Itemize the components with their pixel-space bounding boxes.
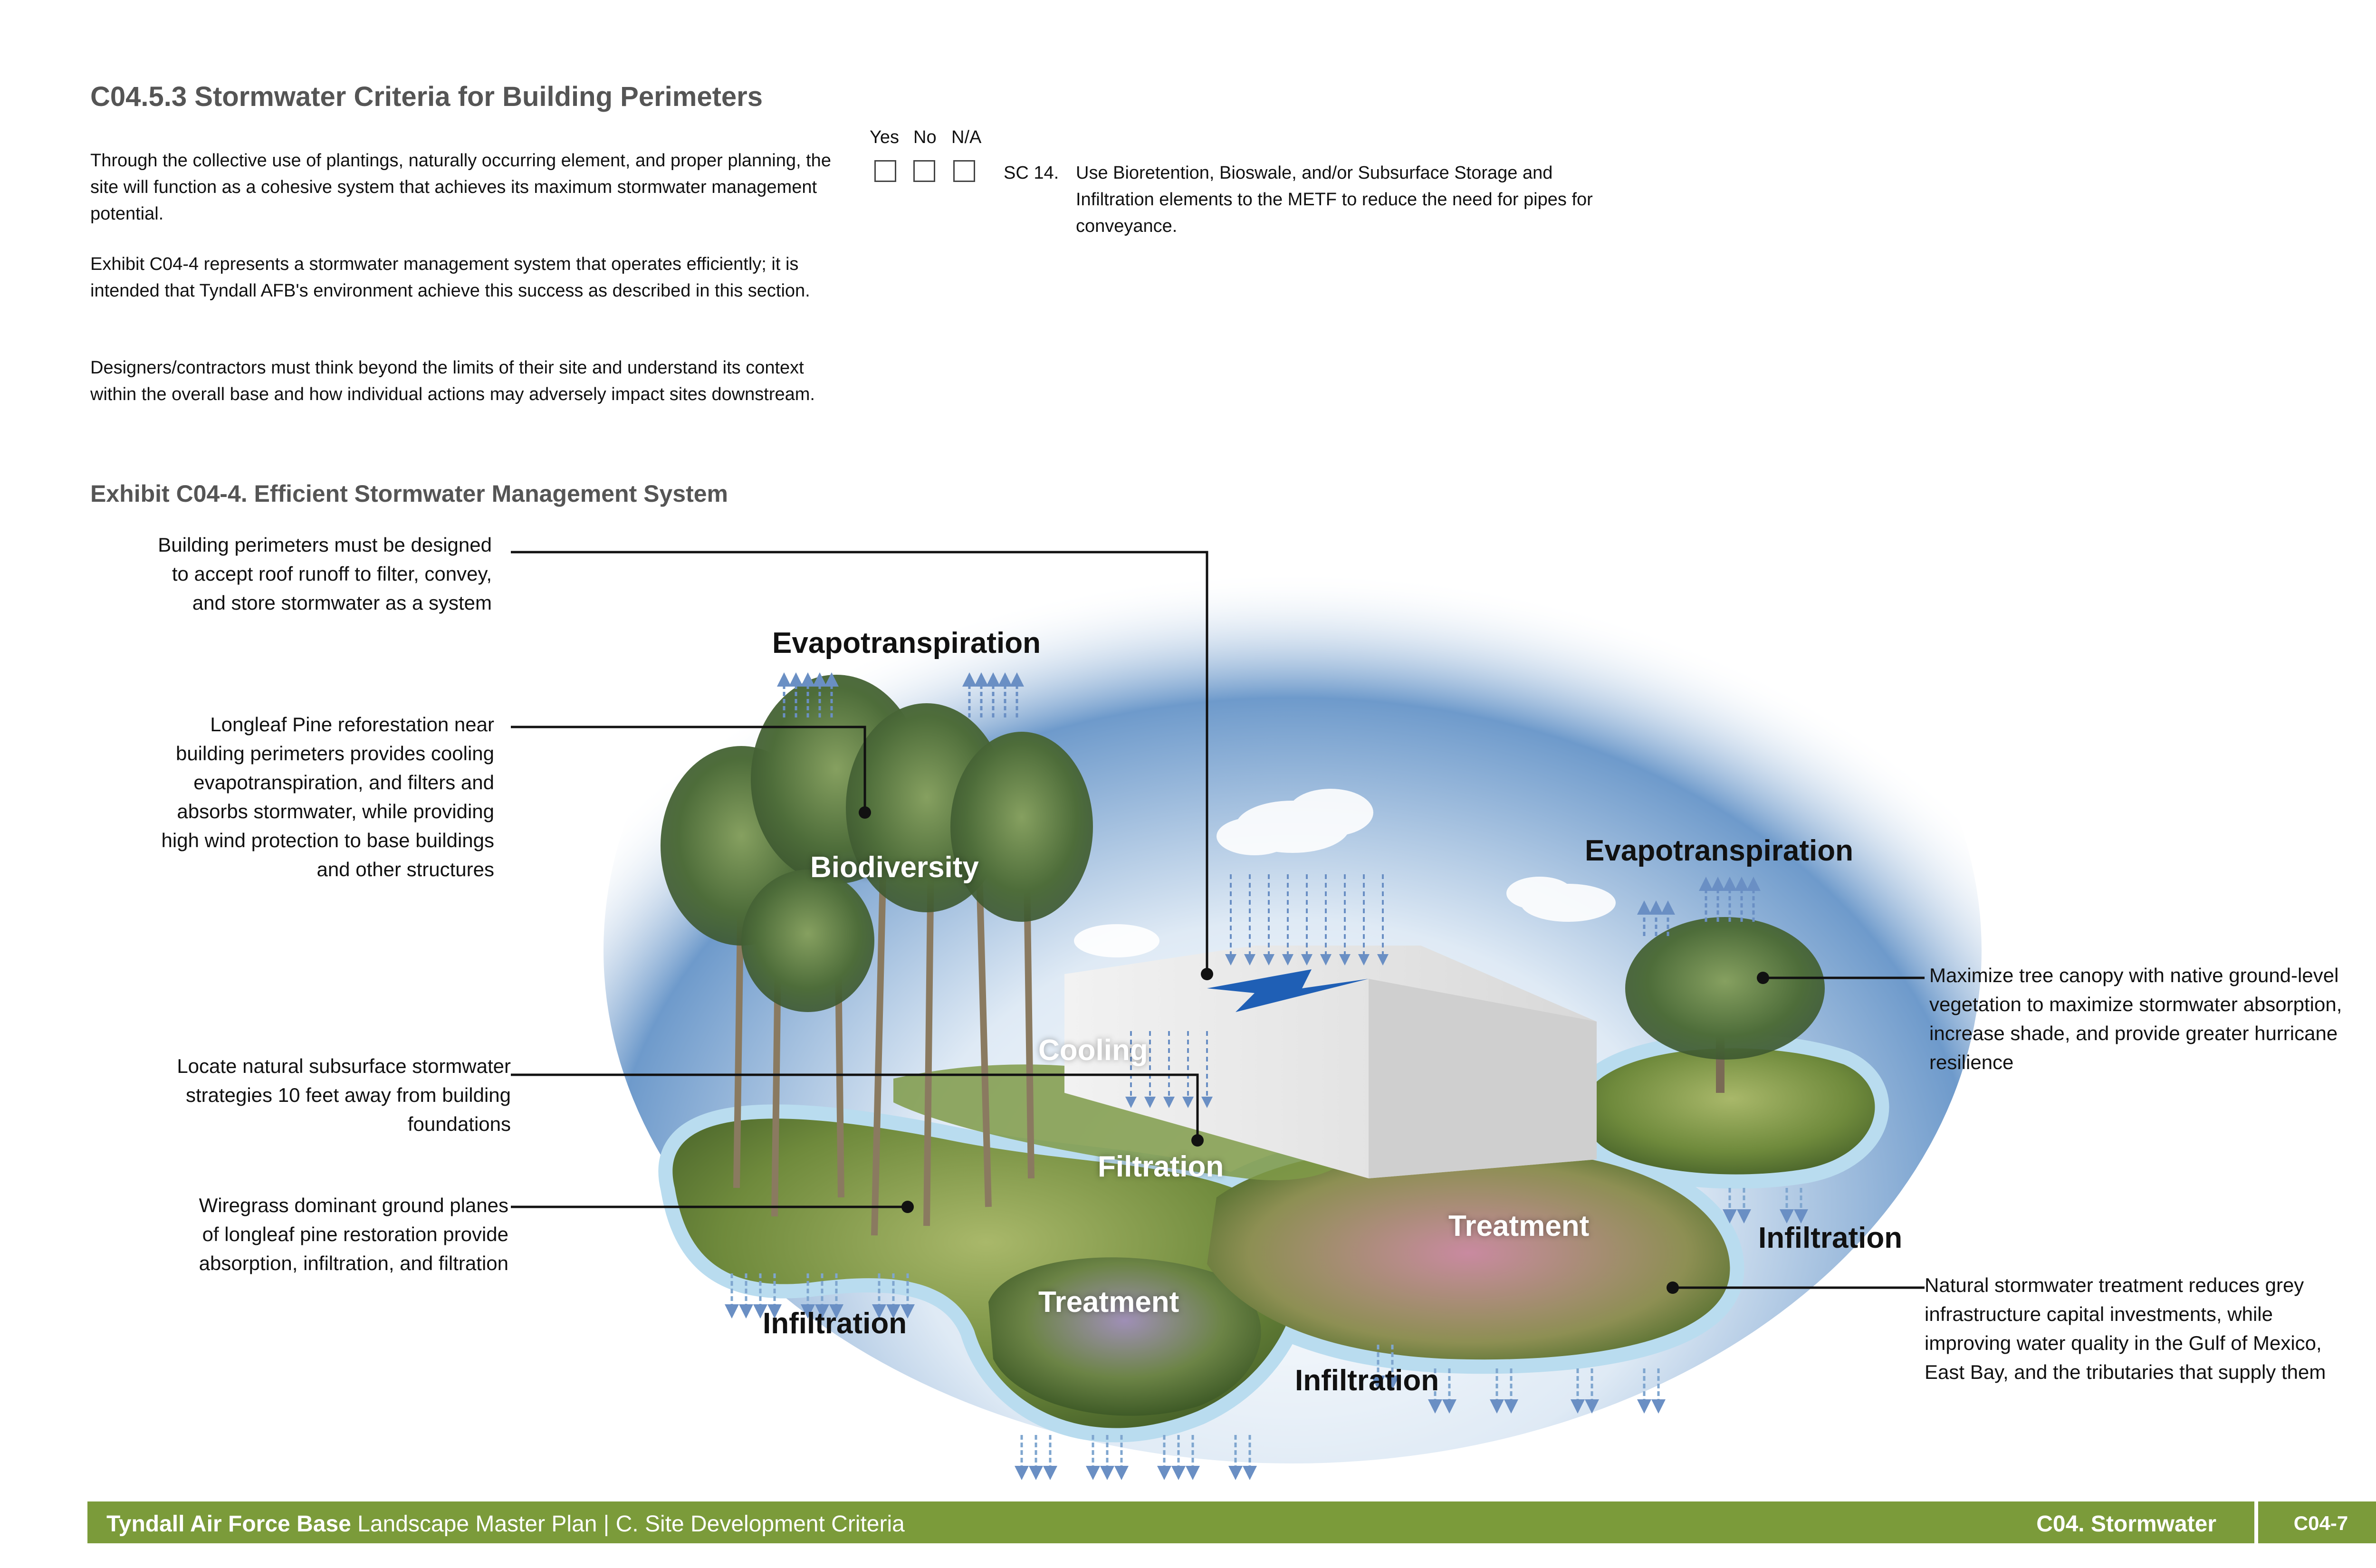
exhibit-title: Exhibit C04-4. Efficient Stormwater Mana…: [90, 480, 728, 507]
label-infiltration-left: Infiltration: [763, 1307, 907, 1340]
checkbox-no[interactable]: [913, 160, 935, 182]
label-infiltration-right: Infiltration: [1758, 1222, 1903, 1254]
footer-chapter: C04. Stormwater: [2036, 1511, 2216, 1537]
canopy-bed: [1587, 1048, 1875, 1175]
checklist-yes-header: Yes: [870, 127, 899, 147]
roof-runoff-channel: [1207, 969, 1369, 1012]
intro-paragraph-3: Designers/contractors must think beyond …: [90, 358, 815, 404]
intro-paragraph-2: Exhibit C04-4 represents a stormwater ma…: [90, 254, 810, 301]
callout-wiregrass: Wiregrass dominant ground planes of long…: [199, 1194, 508, 1274]
checklist-no-header: No: [913, 127, 937, 147]
label-evapotranspiration-right: Evapotranspiration: [1585, 834, 1853, 867]
label-infiltration-center: Infiltration: [1295, 1364, 1439, 1397]
checkbox-yes[interactable]: [874, 160, 896, 182]
footer-org: Tyndall Air Force Base: [106, 1511, 351, 1537]
label-evapotranspiration-left: Evapotranspiration: [772, 627, 1041, 660]
label-biodiversity: Biodiversity: [810, 851, 979, 884]
leader-dots: [859, 806, 1769, 1294]
section-title: C04.5.3 Stormwater Criteria for Building…: [90, 81, 763, 112]
label-cooling: Cooling: [1038, 1034, 1148, 1067]
infiltration-arrows: [725, 1188, 1808, 1480]
label-treatment-right: Treatment: [1448, 1210, 1590, 1243]
oak-canopy: [1625, 917, 1825, 1060]
page-number: C04-7: [2293, 1512, 2348, 1534]
callout-roof-runoff: Building perimeters must be designed to …: [158, 534, 492, 614]
footer-subtitle: Landscape Master Plan | C. Site Developm…: [351, 1511, 905, 1537]
footer-title: Tyndall Air Force Base Landscape Master …: [106, 1511, 905, 1537]
rain-arrows: [1125, 874, 1389, 1108]
treatment-bed-center: [988, 1257, 1261, 1416]
checklist-item-text: Use Bioretention, Bioswale, and/or Subsu…: [1076, 163, 1593, 236]
callout-longleaf-pine: Longleaf Pine reforestation near buildin…: [161, 713, 494, 880]
checklist-na-header: N/A: [951, 127, 982, 147]
treatment-bed-right: [1207, 1147, 1730, 1360]
checklist-item-code: SC 14.: [1004, 163, 1059, 183]
callout-subsurface: Locate natural subsurface stormwater str…: [177, 1055, 511, 1135]
label-treatment-center: Treatment: [1038, 1286, 1179, 1319]
label-filtration: Filtration: [1098, 1150, 1224, 1183]
callout-natural-treatment: Natural stormwater treatment reduces gre…: [1925, 1274, 2326, 1383]
footer-page-box: C04-7: [2258, 1501, 2376, 1543]
filtration-swale: [893, 1064, 1344, 1180]
callout-tree-canopy: Maximize tree canopy with native ground-…: [1929, 964, 2342, 1073]
evapotranspiration-arrows: [777, 672, 1761, 936]
footer-bar: Tyndall Air Force Base Landscape Master …: [87, 1501, 2254, 1543]
intro-paragraph-1: Through the collective use of plantings,…: [90, 151, 831, 224]
clouds: [1074, 789, 1616, 957]
leader-lines: [511, 551, 1925, 1289]
checkbox-na[interactable]: [953, 160, 975, 182]
